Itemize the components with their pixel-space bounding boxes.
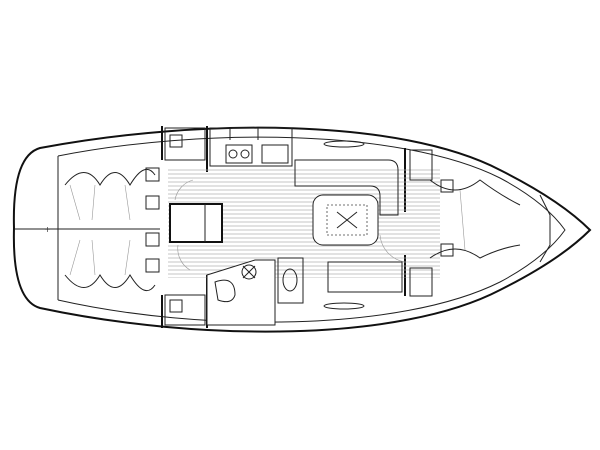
locker-aft-starboard bbox=[164, 294, 206, 326]
pillows-aft bbox=[145, 167, 160, 273]
deck-hatch bbox=[323, 302, 365, 310]
aft-berth-port bbox=[64, 168, 156, 221]
pillows-forward bbox=[440, 179, 454, 257]
hull-outline bbox=[12, 126, 592, 333]
saloon-table bbox=[312, 194, 379, 246]
saloon-settee-port bbox=[294, 159, 399, 216]
locker-aft-port bbox=[164, 127, 206, 161]
shower-drain-icon bbox=[241, 264, 257, 280]
heads bbox=[206, 257, 304, 326]
aft-berth-starboard bbox=[64, 239, 156, 292]
deck-hatch bbox=[323, 140, 365, 148]
centerline-mark: + bbox=[44, 225, 51, 234]
door-swings bbox=[174, 179, 406, 271]
forward-berth bbox=[429, 179, 521, 259]
galley bbox=[209, 127, 293, 167]
companionway-steps bbox=[169, 203, 223, 243]
forward-lockers bbox=[409, 149, 433, 297]
hull-inner-line bbox=[57, 136, 566, 323]
saloon-settee-starboard bbox=[327, 261, 403, 293]
